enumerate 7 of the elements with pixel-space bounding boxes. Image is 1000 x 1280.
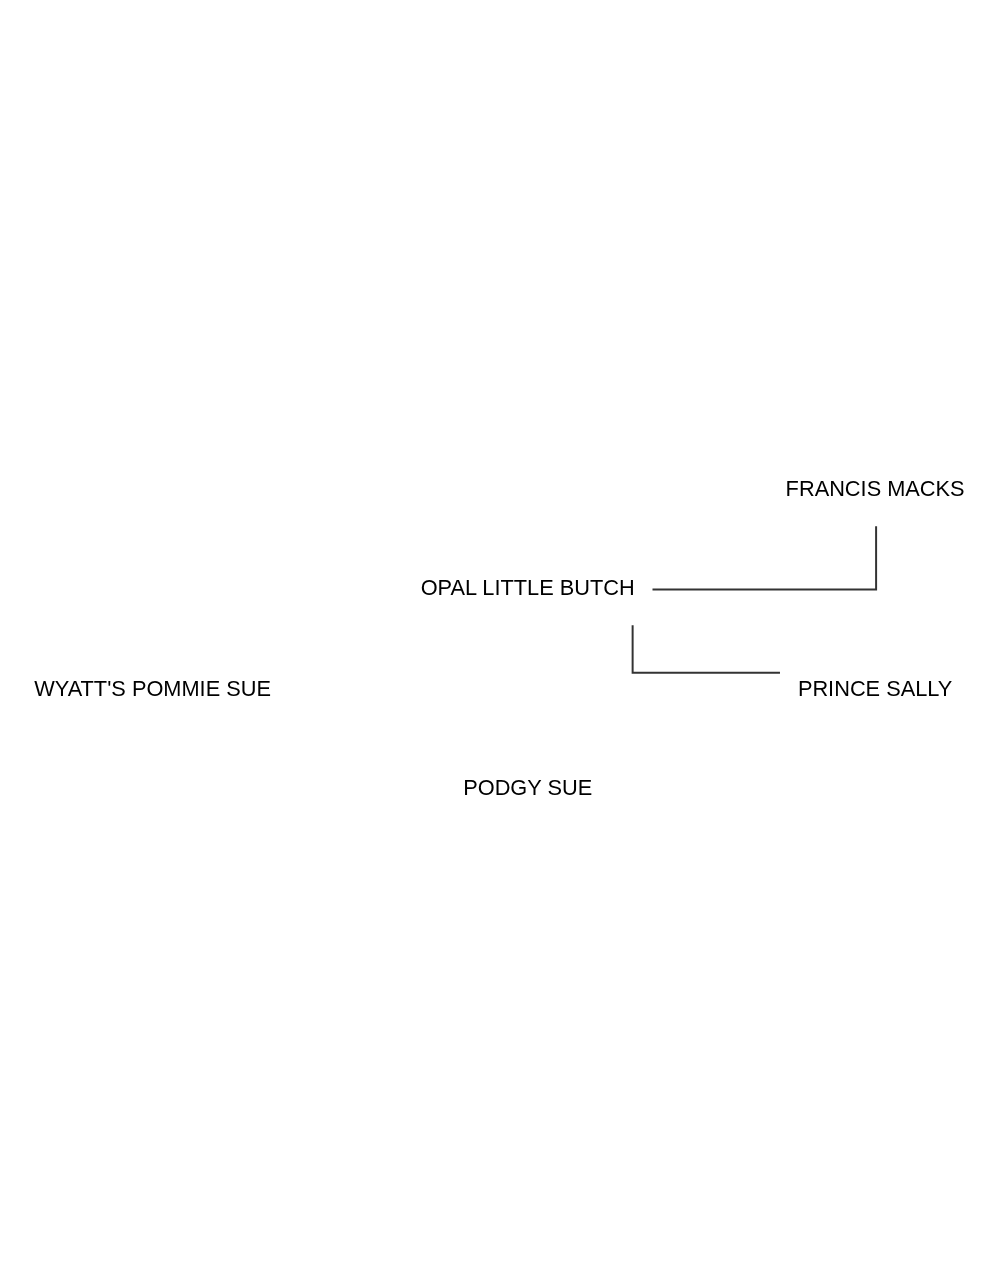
node-text: FRANCIS MACKS: [785, 476, 965, 502]
node-text: PODGY SUE: [463, 774, 593, 800]
node-text: OPAL LITTLE BUTCH: [420, 575, 635, 601]
node-text: WYATT'S POMMIE SUE: [34, 676, 271, 702]
node-text: PRINCE SALLY: [797, 676, 953, 702]
connector: [651, 525, 878, 591]
connector: [631, 624, 781, 674]
